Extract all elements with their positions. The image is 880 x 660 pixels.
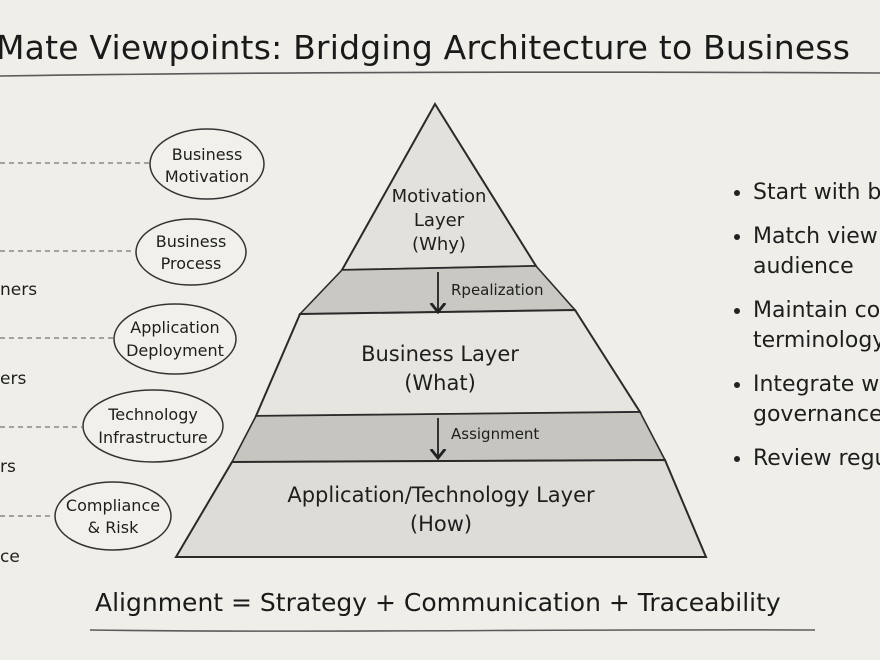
viewpoint-label: Technology xyxy=(107,405,198,424)
bullet-item: Start with b xyxy=(730,178,880,208)
assignment-label: Assignment xyxy=(451,425,539,443)
motivation-layer-label: Layer xyxy=(414,210,465,231)
viewpoint-compliance-risk: Compliance & Risk xyxy=(54,481,172,551)
alignment-equation: Alignment = Strategy + Communication + T… xyxy=(95,588,781,617)
viewpoint-application-deployment: Application Deployment xyxy=(113,303,237,375)
viewpoint-label: Business xyxy=(156,232,227,251)
connector-lines xyxy=(0,162,150,517)
viewpoint-label: Process xyxy=(161,254,222,273)
viewpoint-label: Infrastructure xyxy=(98,428,207,447)
viewpoint-label: Compliance xyxy=(66,496,160,515)
slab-2 xyxy=(230,411,667,463)
bullet-item: Review regu xyxy=(730,444,880,474)
footer-underline xyxy=(89,629,816,632)
viewpoint-label: Business xyxy=(172,145,243,164)
viewpoint-label: Motivation xyxy=(165,167,249,186)
left-fragment-1: ners xyxy=(0,280,37,300)
application-layer-label: Application/Technology Layer xyxy=(287,483,595,507)
motivation-layer-label: (Why) xyxy=(412,234,466,255)
viewpoint-business-process: Business Process xyxy=(135,218,247,286)
title-underline xyxy=(0,71,880,77)
viewpoint-label: Deployment xyxy=(126,341,224,360)
realization-label: Rpealization xyxy=(451,281,544,299)
left-fragment-4: ce xyxy=(0,547,20,567)
left-fragment-3: rs xyxy=(0,457,16,477)
business-layer-label: (What) xyxy=(404,371,476,395)
business-layer-label: Business Layer xyxy=(361,342,519,366)
viewpoint-label: & Risk xyxy=(88,518,139,537)
application-layer-label: (How) xyxy=(410,512,472,536)
application-layer-shape xyxy=(174,458,708,558)
page-title: Mate Viewpoints: Bridging Architecture t… xyxy=(0,28,851,67)
pyramid xyxy=(174,102,708,558)
viewpoint-label: Application xyxy=(130,318,219,337)
left-fragment-2: ers xyxy=(0,369,26,389)
viewpoint-business-motivation: Business Motivation xyxy=(149,128,265,200)
motivation-layer-label: Motivation xyxy=(392,186,487,207)
viewpoint-technology-infrastructure: Technology Infrastructure xyxy=(82,389,224,463)
